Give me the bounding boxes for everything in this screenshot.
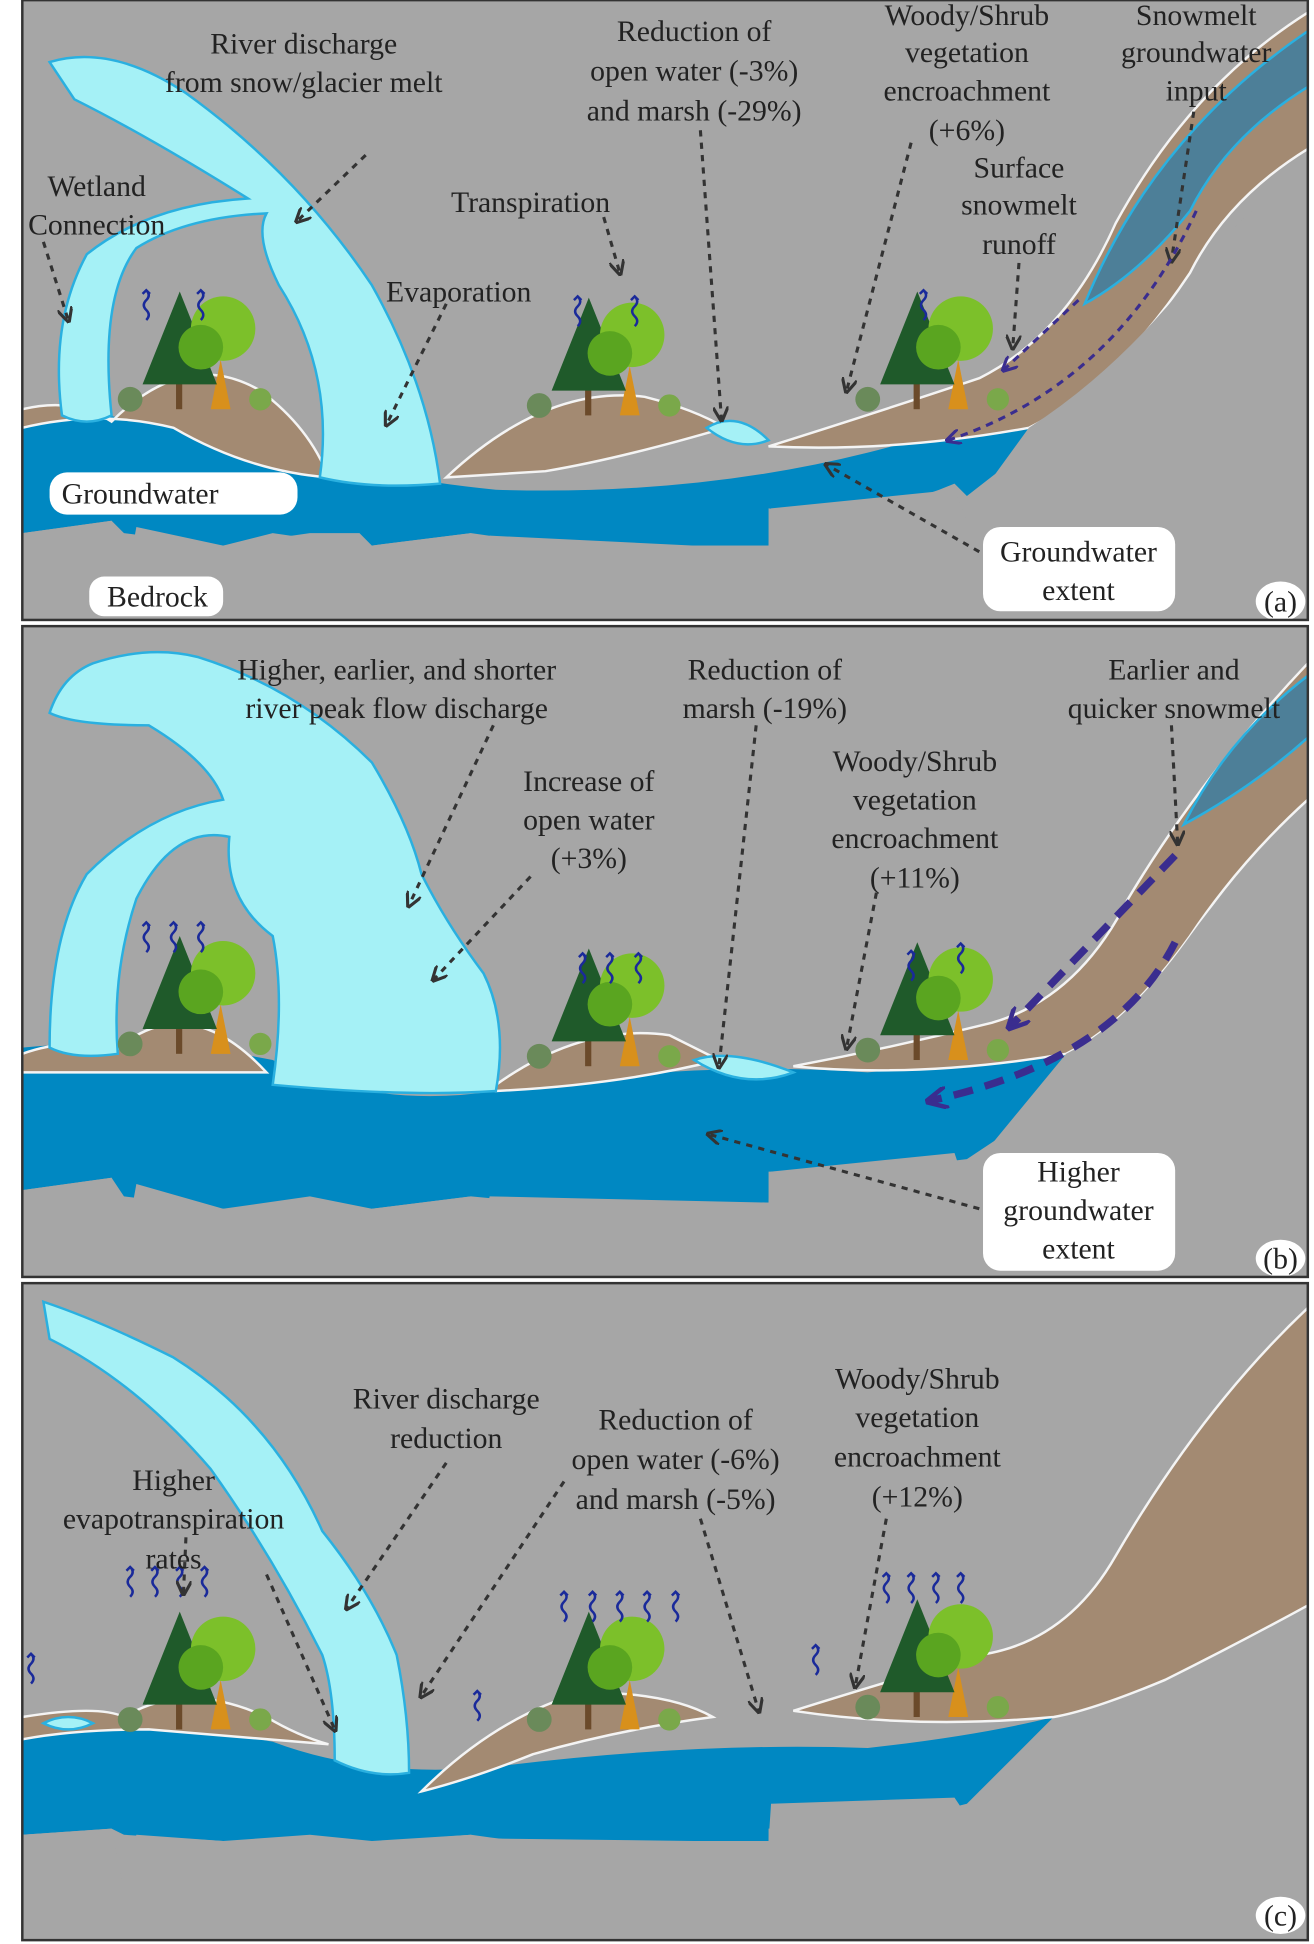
transpiration-wave-icon <box>605 951 615 985</box>
transpiration-wave-icon <box>881 1571 891 1604</box>
transpiration-wave-icon <box>168 920 179 954</box>
transpiration-wave-icon <box>931 1571 941 1604</box>
transpiration-wave-icon <box>906 1571 916 1604</box>
transpiration-wave-icon <box>199 1565 210 1598</box>
tree-cluster-icon <box>526 297 681 418</box>
label-groundwater: Groundwater <box>62 477 219 510</box>
tree-cluster-icon <box>526 1611 681 1732</box>
river <box>41 1299 411 1776</box>
river <box>47 55 442 487</box>
transpiration-wave-icon <box>956 941 966 975</box>
transpiration-wave-icon <box>587 1590 598 1623</box>
transpiration-wave-icon <box>642 1590 652 1623</box>
transpiration-wave-icon <box>573 294 583 328</box>
panel-label-a: (a) <box>1264 585 1297 618</box>
transpiration-wave-icon <box>559 1590 569 1623</box>
river <box>48 650 502 1095</box>
tree-cluster-icon <box>117 291 272 412</box>
transpiration-wave-icon <box>26 1652 36 1685</box>
transpiration-wave-icon <box>630 294 640 328</box>
transpiration-wave-icon <box>141 920 151 954</box>
transpiration-wave-icon <box>472 1689 482 1722</box>
tree-cluster-icon <box>117 1611 272 1732</box>
panel-label-c: (c) <box>1264 1899 1297 1932</box>
transpiration-wave-icon <box>196 288 206 321</box>
transpiration-wave-icon <box>956 1571 966 1604</box>
snowpack <box>1082 28 1310 307</box>
tree-cluster-icon <box>855 942 1010 1063</box>
transpiration-wave-icon <box>918 288 929 321</box>
transpiration-wave-icon <box>811 1643 821 1676</box>
transpiration-wave-icon <box>125 1565 135 1598</box>
transpiration-wave-icon <box>633 951 644 985</box>
label-transpiration: Transpiration <box>451 186 610 219</box>
label-bedrock: Bedrock <box>107 580 208 613</box>
label-evaporation: Evaporation <box>386 275 532 308</box>
tree-cluster-icon <box>855 1599 1010 1720</box>
transpiration-wave-icon <box>578 951 588 985</box>
tree-cluster-icon <box>117 936 272 1057</box>
panel-label-b: (b) <box>1263 1242 1298 1275</box>
transpiration-wave-icon <box>150 1565 160 1598</box>
transpiration-wave-icon <box>196 920 206 954</box>
tree-cluster-icon <box>855 291 1010 412</box>
transpiration-wave-icon <box>906 949 916 982</box>
transpiration-wave-icon <box>615 1590 625 1623</box>
transpiration-wave-icon <box>141 288 151 321</box>
transpiration-wave-icon <box>670 1590 681 1623</box>
tree-cluster-icon <box>526 948 681 1069</box>
